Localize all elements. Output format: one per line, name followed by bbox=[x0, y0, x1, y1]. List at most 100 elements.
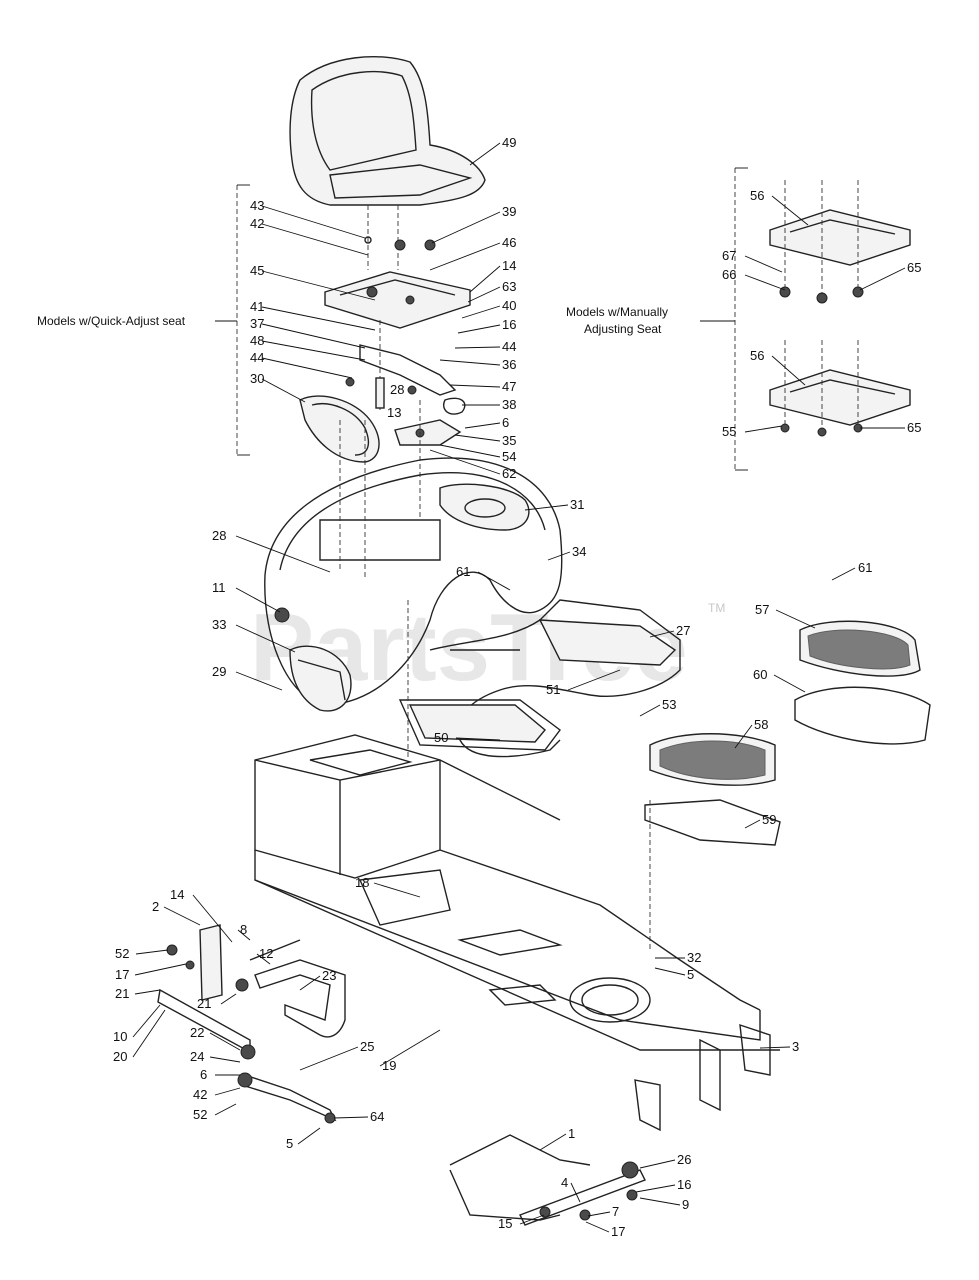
callout-label: 47 bbox=[502, 379, 516, 394]
callout-label: 21 bbox=[197, 996, 211, 1011]
callout-label: 36 bbox=[502, 357, 516, 372]
fender-pan-left bbox=[299, 395, 380, 463]
frame bbox=[254, 600, 780, 1132]
callout-label: 13 bbox=[387, 405, 401, 420]
callout-label: 40 bbox=[502, 298, 516, 313]
callout-label: 12 bbox=[259, 946, 273, 961]
callout-label: 49 bbox=[502, 135, 516, 150]
callout-label: 64 bbox=[370, 1109, 384, 1124]
callout-label: 16 bbox=[677, 1177, 691, 1192]
callout-label: 16 bbox=[502, 317, 516, 332]
watermark-tm: TM bbox=[708, 601, 725, 615]
callout-label: 63 bbox=[502, 279, 516, 294]
callout-label: 48 bbox=[250, 333, 264, 348]
callout-label: 44 bbox=[250, 350, 264, 365]
callout-label: 18 bbox=[355, 875, 369, 890]
callout-label: 55 bbox=[722, 424, 736, 439]
callout-label: 37 bbox=[250, 316, 264, 331]
callout-label: 32 bbox=[687, 950, 701, 965]
callout-label: 5 bbox=[286, 1136, 293, 1151]
callout-label: 42 bbox=[193, 1087, 207, 1102]
callout-label: 10 bbox=[113, 1029, 127, 1044]
callout-label: 15 bbox=[498, 1216, 512, 1231]
running-board bbox=[398, 599, 681, 758]
callout-label: 28 bbox=[212, 528, 226, 543]
callout-label: 42 bbox=[250, 216, 264, 231]
callout-label: 44 bbox=[502, 339, 516, 354]
callout-label: 3 bbox=[792, 1039, 799, 1054]
callout-label: 9 bbox=[682, 1197, 689, 1212]
callout-label: 41 bbox=[250, 299, 264, 314]
callout-label: 51 bbox=[546, 682, 560, 697]
callout-label: 52 bbox=[193, 1107, 207, 1122]
floor-mats bbox=[644, 620, 931, 846]
manual-seat-plate-1 bbox=[769, 180, 911, 304]
callout-label: 61 bbox=[456, 564, 470, 579]
manual-seat-plate-2 bbox=[769, 340, 911, 437]
callout-label: 56 bbox=[750, 348, 764, 363]
callout-label: 17 bbox=[115, 967, 129, 982]
callout-label: 21 bbox=[115, 986, 129, 1001]
callout-label: 31 bbox=[570, 497, 584, 512]
callout-label: 67 bbox=[722, 248, 736, 263]
callout-label: 5 bbox=[687, 967, 694, 982]
callout-label: 29 bbox=[212, 664, 226, 679]
callout-label: 11 bbox=[212, 580, 226, 595]
note-manual-line2: Adjusting Seat bbox=[584, 322, 662, 336]
rod bbox=[237, 1072, 337, 1124]
front-linkage bbox=[449, 1134, 646, 1226]
callout-label: 35 bbox=[502, 433, 516, 448]
callout-label: 19 bbox=[382, 1058, 396, 1073]
callout-label: 14 bbox=[502, 258, 516, 273]
callout-label: 22 bbox=[190, 1025, 204, 1040]
seat-plate bbox=[324, 271, 471, 329]
callout-label: 25 bbox=[360, 1039, 374, 1054]
callout-label: 34 bbox=[572, 544, 586, 559]
callout-label: 62 bbox=[502, 466, 516, 481]
callout-label: 43 bbox=[250, 198, 264, 213]
panel bbox=[439, 483, 530, 531]
callout-label: 45 bbox=[250, 263, 264, 278]
callout-label: 65 bbox=[907, 260, 921, 275]
leader-lines bbox=[132, 142, 906, 1233]
brake-linkage bbox=[157, 924, 301, 1060]
note-quick-adjust: Models w/Quick-Adjust seat bbox=[37, 314, 186, 328]
callout-label: 59 bbox=[762, 812, 776, 827]
callout-label: 2 bbox=[152, 899, 159, 914]
callout-label: 58 bbox=[754, 717, 768, 732]
latch bbox=[394, 419, 462, 446]
callout-label: 57 bbox=[755, 602, 769, 617]
manual-adjust-bracket bbox=[700, 167, 748, 471]
callout-label: 52 bbox=[115, 946, 129, 961]
callout-label: 50 bbox=[434, 730, 448, 745]
quick-adjust-bracket bbox=[215, 184, 250, 456]
callout-label: 28 bbox=[390, 382, 404, 397]
callout-label: 23 bbox=[322, 968, 336, 983]
callout-label: 6 bbox=[200, 1067, 207, 1082]
callout-label: 60 bbox=[753, 667, 767, 682]
callout-label: 6 bbox=[502, 415, 509, 430]
callout-label: 61 bbox=[858, 560, 872, 575]
callout-label: 33 bbox=[212, 617, 226, 632]
callout-label: 7 bbox=[612, 1204, 619, 1219]
callout-label: 38 bbox=[502, 397, 516, 412]
callout-label: 1 bbox=[568, 1126, 575, 1141]
callout-label: 46 bbox=[502, 235, 516, 250]
seat-hardware bbox=[364, 205, 436, 270]
seat bbox=[289, 55, 486, 206]
callout-label: 30 bbox=[250, 371, 264, 386]
callout-label: 53 bbox=[662, 697, 676, 712]
callout-label: 20 bbox=[113, 1049, 127, 1064]
seat-bracket bbox=[345, 320, 466, 415]
callout-label: 26 bbox=[677, 1152, 691, 1167]
callout-label: 14 bbox=[170, 887, 184, 902]
callout-label: 8 bbox=[240, 922, 247, 937]
callout-label: 39 bbox=[502, 204, 516, 219]
note-manual-line1: Models w/Manually bbox=[566, 305, 668, 319]
callout-labels: 49 43 42 39 46 14 45 63 40 41 16 37 48 4… bbox=[113, 135, 921, 1239]
callout-label: 4 bbox=[561, 1175, 568, 1190]
callout-label: 54 bbox=[502, 449, 516, 464]
callout-label: 65 bbox=[907, 420, 921, 435]
lift-handle bbox=[254, 959, 346, 1038]
